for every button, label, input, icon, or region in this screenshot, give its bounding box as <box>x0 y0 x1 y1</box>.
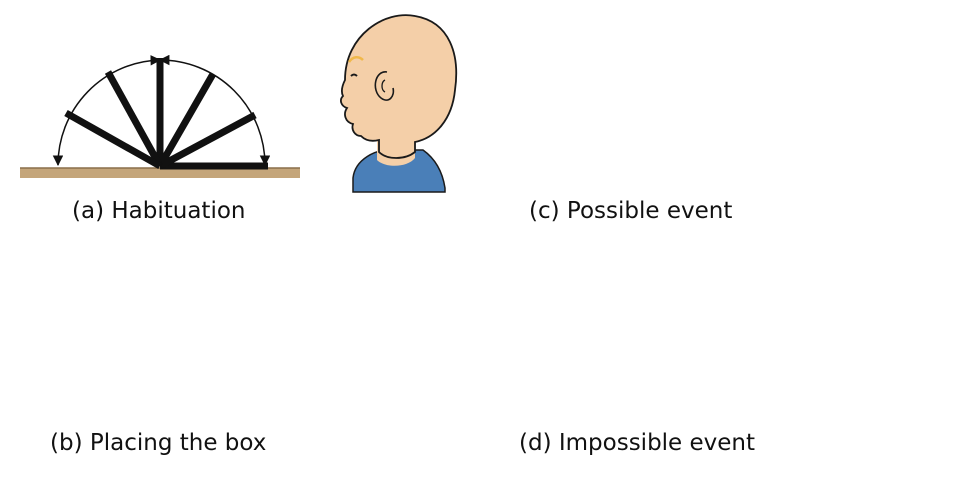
caption-d: (d) Impossible event <box>519 430 756 456</box>
floor-a <box>20 168 300 178</box>
rotation-arc-a <box>158 54 271 167</box>
caption-a: (a) Habituation <box>72 198 246 224</box>
panel-a <box>20 13 458 194</box>
baby-a <box>339 13 458 194</box>
caption-c: (c) Possible event <box>529 198 733 224</box>
screen-positions-a <box>64 58 268 170</box>
caption-b: (b) Placing the box <box>50 430 267 456</box>
